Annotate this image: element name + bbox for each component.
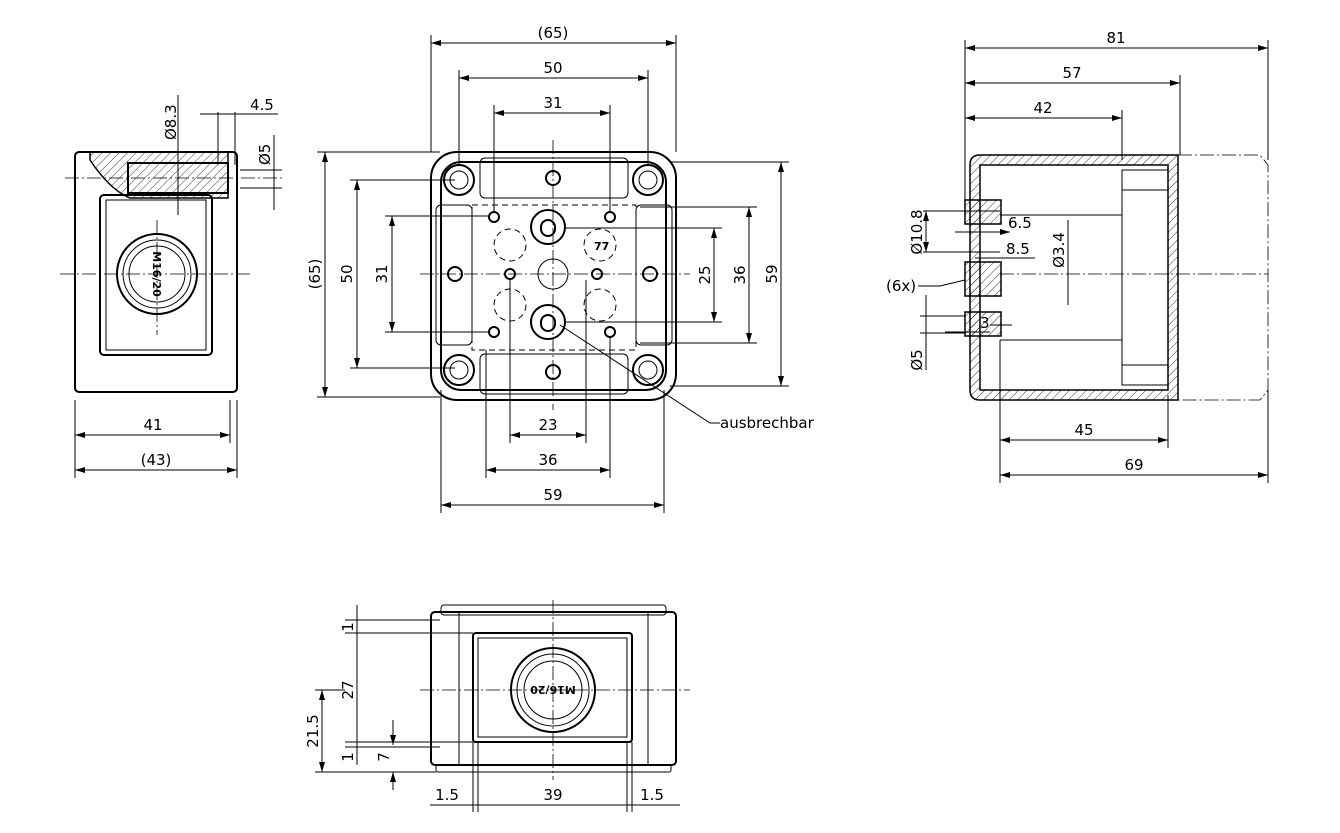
front-view: 77 (65) 50 31 (65) 50 31 25 36 59 bbox=[306, 24, 815, 513]
dim-right-59: 59 bbox=[763, 264, 781, 283]
bottom-view: M16/20 1 27 1 21.5 7 1.5 39 1.5 bbox=[304, 600, 690, 812]
dim-bottom-23: 23 bbox=[538, 416, 557, 434]
mounting-holes bbox=[447, 170, 658, 380]
dim-top-65: (65) bbox=[538, 24, 569, 42]
dim-dia-5: Ø5 bbox=[256, 144, 274, 165]
dim-41: 41 bbox=[143, 416, 162, 434]
count-6x: (6x) bbox=[886, 277, 916, 295]
dim-21-5: 21.5 bbox=[304, 714, 322, 747]
dim-42: 42 bbox=[1033, 99, 1052, 117]
dim-1-top: 1 bbox=[339, 622, 357, 632]
dim-right-25: 25 bbox=[696, 265, 714, 284]
dim-4-5: 4.5 bbox=[250, 96, 274, 114]
dim-dia-3-4: Ø3.4 bbox=[1050, 232, 1068, 268]
inner-mark: 77 bbox=[594, 240, 609, 253]
callout-ausbrechbar: ausbrechbar bbox=[720, 414, 815, 432]
dim-bottom-59: 59 bbox=[543, 486, 562, 504]
dim-1-5-right: 1.5 bbox=[640, 786, 664, 804]
dim-8-5: 8.5 bbox=[1006, 240, 1030, 258]
dim-1-bottom: 1 bbox=[339, 752, 357, 762]
dim-57: 57 bbox=[1062, 64, 1081, 82]
dim-27: 27 bbox=[339, 680, 357, 699]
dim-top-31: 31 bbox=[543, 94, 562, 112]
dim-43: (43) bbox=[141, 451, 172, 469]
dim-1-5-left: 1.5 bbox=[435, 786, 459, 804]
side-view-left: M16/20 41 (43) Ø8.3 4.5 Ø5 bbox=[60, 95, 285, 478]
dim-45: 45 bbox=[1074, 421, 1093, 439]
dim-3: 3 bbox=[980, 314, 990, 332]
dim-top-50: 50 bbox=[543, 59, 562, 77]
dim-81: 81 bbox=[1106, 29, 1125, 47]
dim-left-50: 50 bbox=[338, 264, 356, 283]
dim-right-36: 36 bbox=[731, 265, 749, 284]
dim-39: 39 bbox=[543, 786, 562, 804]
side-view-right: 81 57 42 45 69 Ø10.8 6.5 8.5 Ø3.4 (6x) Ø… bbox=[886, 29, 1269, 483]
dim-dia-10-8: Ø10.8 bbox=[908, 209, 926, 254]
dim-left-31: 31 bbox=[373, 264, 391, 283]
dim-7: 7 bbox=[375, 752, 393, 762]
dim-69: 69 bbox=[1124, 456, 1143, 474]
dim-dia-8-3: Ø8.3 bbox=[162, 104, 180, 140]
dim-dia-5-right: Ø5 bbox=[908, 349, 926, 370]
dim-bottom-36: 36 bbox=[538, 451, 557, 469]
dim-6-5: 6.5 bbox=[1008, 214, 1032, 232]
dim-left-65: (65) bbox=[306, 259, 324, 290]
